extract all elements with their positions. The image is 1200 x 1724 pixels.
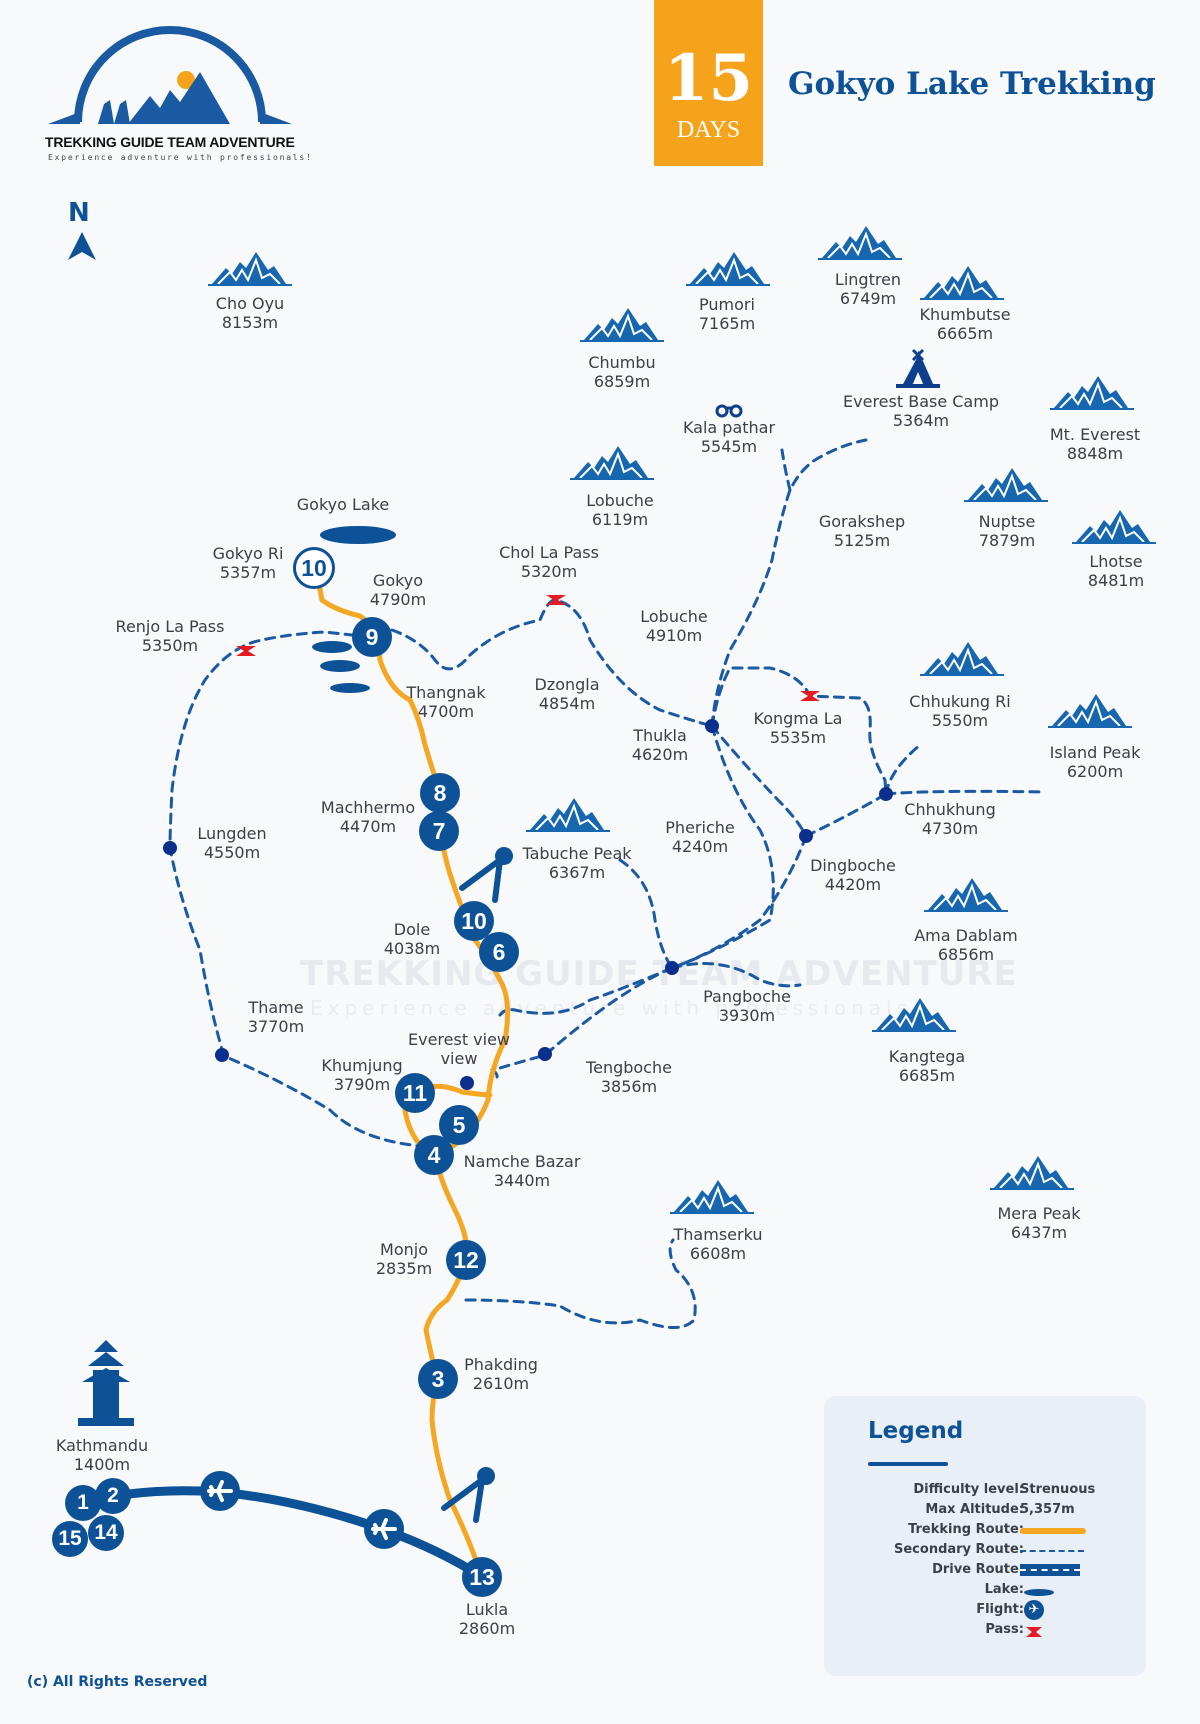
legend-drive-route-label: Drive Route: [932,1562,1024,1577]
legend-lake-label: Lake: [984,1582,1024,1597]
lake-icon [312,526,396,693]
compass-label: N [68,198,90,228]
page-title: Gokyo Lake Trekking [788,66,1156,102]
day-marker: 8 [420,773,460,813]
pass-icon [800,691,820,701]
legend-max-altitude-value: 5,357m [1020,1502,1075,1517]
binoculars-icon [715,404,743,418]
legend-underline [868,1462,948,1466]
north-arrow-icon [68,232,96,260]
flight-icon [362,1507,406,1551]
drive-route-swatch [1020,1564,1080,1576]
lake-swatch-icon [1024,1589,1054,1596]
flight-swatch-icon: ✈ [1024,1600,1044,1620]
day-marker: 10 [293,547,335,589]
day-marker: 4 [414,1135,454,1175]
day-marker: 14 [88,1515,124,1551]
place-label: Gokyo Lake [296,495,390,514]
legend-difficulty-value: Strenuous [1020,1482,1096,1497]
brand-name: TREKKING GUIDE TEAM ADVENTURE [45,134,295,150]
duration-number: 15 [663,41,754,116]
trekking-route-swatch [1020,1528,1086,1534]
pass-icon [236,646,256,656]
brand-tagline: Experience adventure with professionals! [48,153,313,162]
pass-swatch-icon [1026,1627,1042,1637]
duration-unit: DAYS [676,117,741,143]
hiker-icon [441,847,513,1523]
logo-icon [48,26,292,124]
secondary-route-swatch [1020,1550,1084,1552]
legend-difficulty-label: Difficulty level: [913,1482,1024,1497]
legend-secondary-route-label: Secondary Route: [894,1542,1024,1557]
legend-trekking-route-label: Trekking Route: [908,1522,1024,1537]
day-marker: 2 [95,1478,131,1514]
pass-icon [546,595,566,605]
legend-title: Legend [868,1418,964,1444]
day-marker: 11 [395,1073,435,1113]
day-marker: 9 [352,617,392,657]
legend-flight-label: Flight: [976,1602,1024,1617]
duration-badge: 15 DAYS [654,0,763,166]
legend-max-altitude-label: Max Altitude: [925,1502,1024,1517]
day-marker: 15 [52,1521,88,1557]
legend-pass-label: Pass: [985,1622,1024,1637]
flight-icon [198,1469,242,1513]
legend-panel: Legend Difficulty level: Strenuous Max A… [824,1396,1146,1676]
day-marker: 6 [479,932,519,972]
day-marker: 13 [462,1557,502,1597]
copyright-text: (c) All Rights Reserved [27,1674,208,1690]
day-marker: 12 [446,1240,486,1280]
tent-icon [902,350,934,386]
day-marker: 7 [419,811,459,851]
temple-icon [78,1340,134,1426]
day-marker: 3 [418,1359,458,1399]
